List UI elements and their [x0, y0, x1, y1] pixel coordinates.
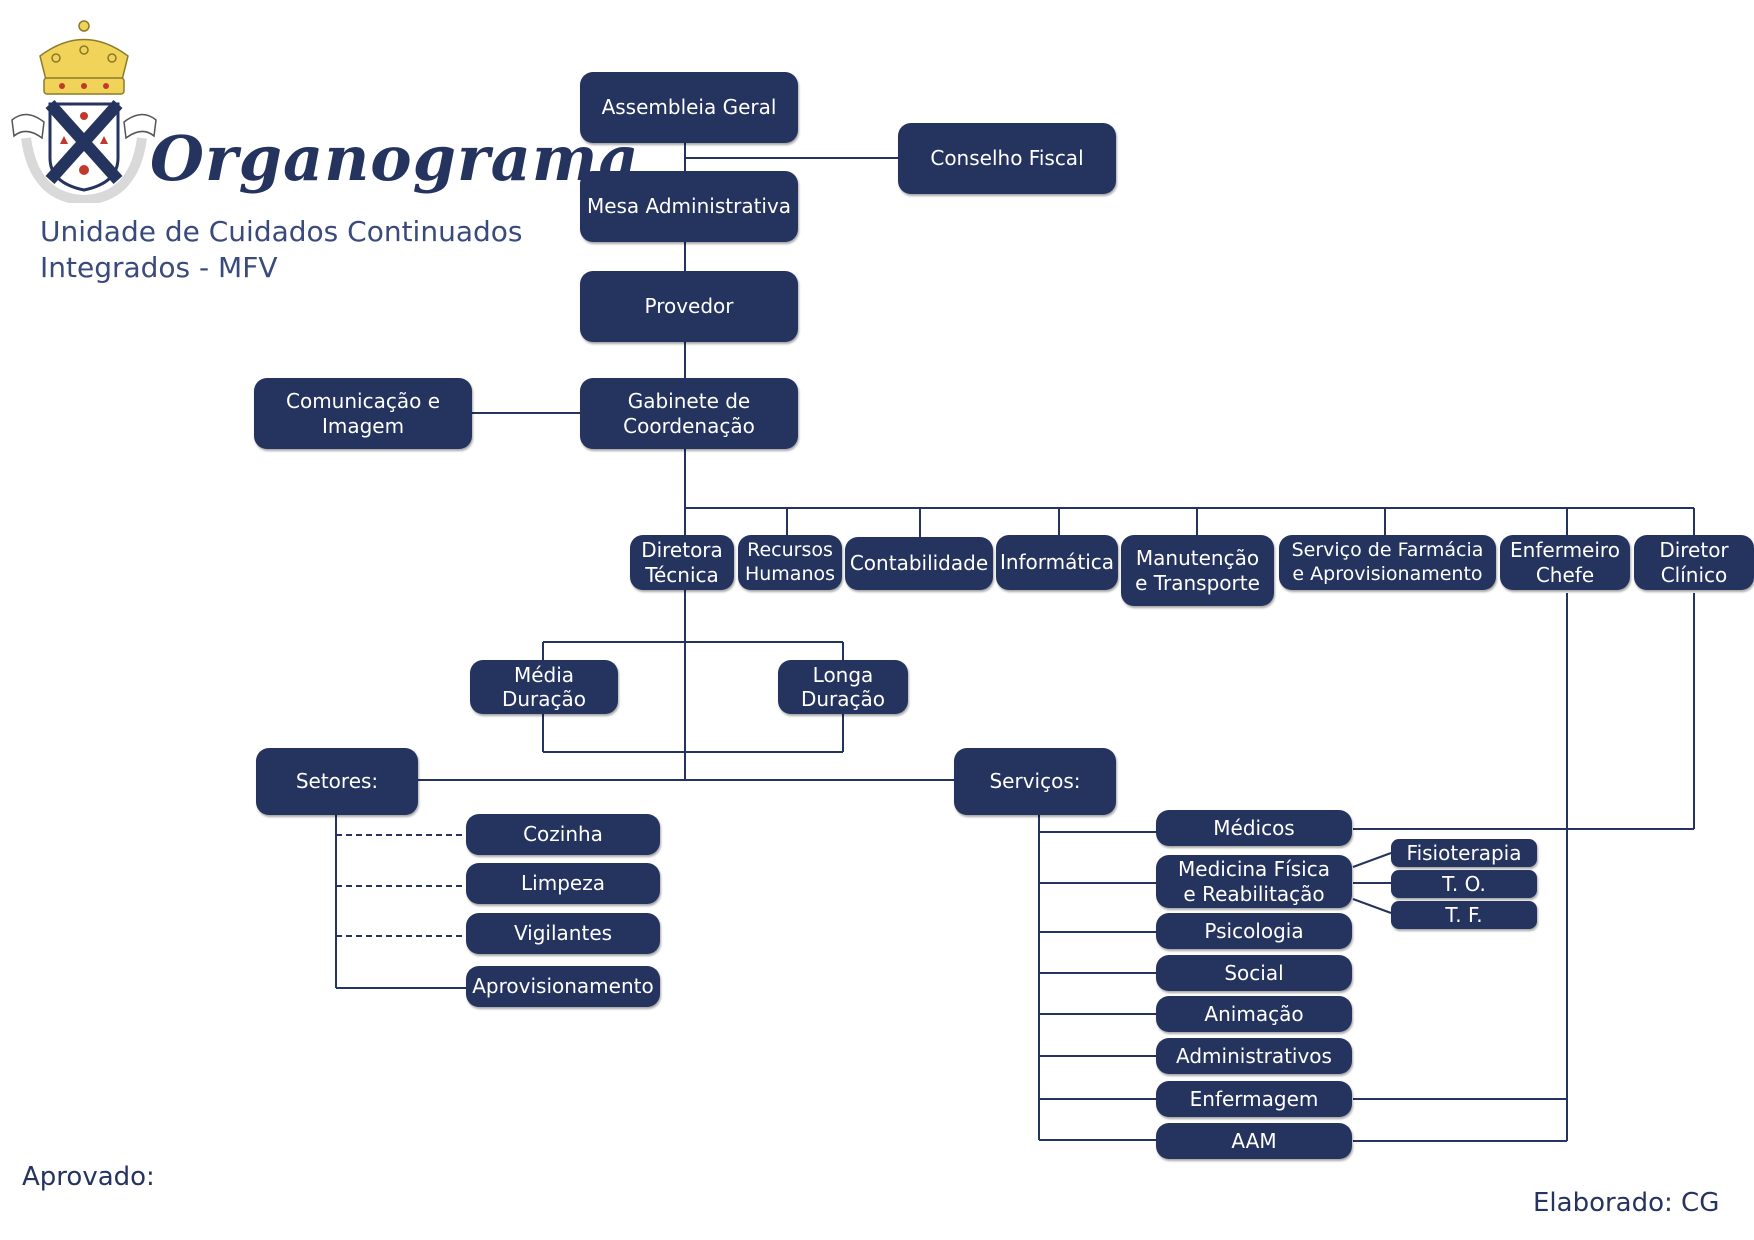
node-longa-duracao: Longa Duração	[778, 660, 908, 714]
page-subtitle: Unidade de Cuidados Continuados Integrad…	[40, 214, 522, 286]
node-limpeza: Limpeza	[466, 863, 660, 904]
subtitle-line-1: Unidade de Cuidados Continuados	[40, 215, 523, 248]
node-setores: Setores:	[256, 748, 418, 815]
node-animacao: Animação	[1156, 996, 1352, 1032]
node-social: Social	[1156, 955, 1352, 991]
node-recursos-humanos: Recursos Humanos	[738, 535, 842, 590]
footer-elaborado: Elaborado: CG	[1533, 1188, 1720, 1218]
node-psicologia: Psicologia	[1156, 913, 1352, 949]
node-manutencao-transporte: Manutenção e Transporte	[1121, 535, 1274, 606]
footer-aprovado: Aprovado:	[22, 1162, 155, 1192]
page-title: Organograma	[150, 122, 640, 195]
node-gabinete-coordenacao: Gabinete de Coordenação	[580, 378, 798, 449]
node-enfermeiro-chefe: Enfermeiro Chefe	[1500, 535, 1630, 590]
node-comunicacao-imagem: Comunicação e Imagem	[254, 378, 472, 449]
coat-of-arms-icon	[11, 20, 157, 203]
node-diretora-tecnica: Diretora Técnica	[630, 535, 734, 590]
node-contabilidade: Contabilidade	[845, 537, 993, 590]
subtitle-line-2: Integrados - MFV	[40, 251, 278, 284]
node-mesa-administrativa: Mesa Administrativa	[580, 171, 798, 242]
node-administrativos: Administrativos	[1156, 1038, 1352, 1074]
node-fisioterapia: Fisioterapia	[1391, 839, 1537, 867]
node-to: T. O.	[1391, 870, 1537, 898]
node-media-duracao: Média Duração	[470, 660, 618, 714]
node-aam: AAM	[1156, 1123, 1352, 1159]
node-servico-farmacia: Serviço de Farmácia e Aprovisionamento	[1279, 535, 1496, 590]
node-enfermagem: Enfermagem	[1156, 1081, 1352, 1117]
node-servicos: Serviços:	[954, 748, 1116, 815]
node-medicos: Médicos	[1156, 810, 1352, 846]
node-tf: T. F.	[1391, 901, 1537, 929]
node-assembleia-geral: Assembleia Geral	[580, 72, 798, 143]
node-provedor: Provedor	[580, 271, 798, 342]
node-aprovisionamento: Aprovisionamento	[466, 966, 660, 1007]
node-diretor-clinico: Diretor Clínico	[1634, 535, 1754, 590]
node-medicina-fisica: Medicina Física e Reabilitação	[1156, 855, 1352, 908]
node-conselho-fiscal: Conselho Fiscal	[898, 123, 1116, 194]
node-cozinha: Cozinha	[466, 814, 660, 855]
node-informatica: Informática	[996, 535, 1118, 590]
node-vigilantes: Vigilantes	[466, 913, 660, 954]
